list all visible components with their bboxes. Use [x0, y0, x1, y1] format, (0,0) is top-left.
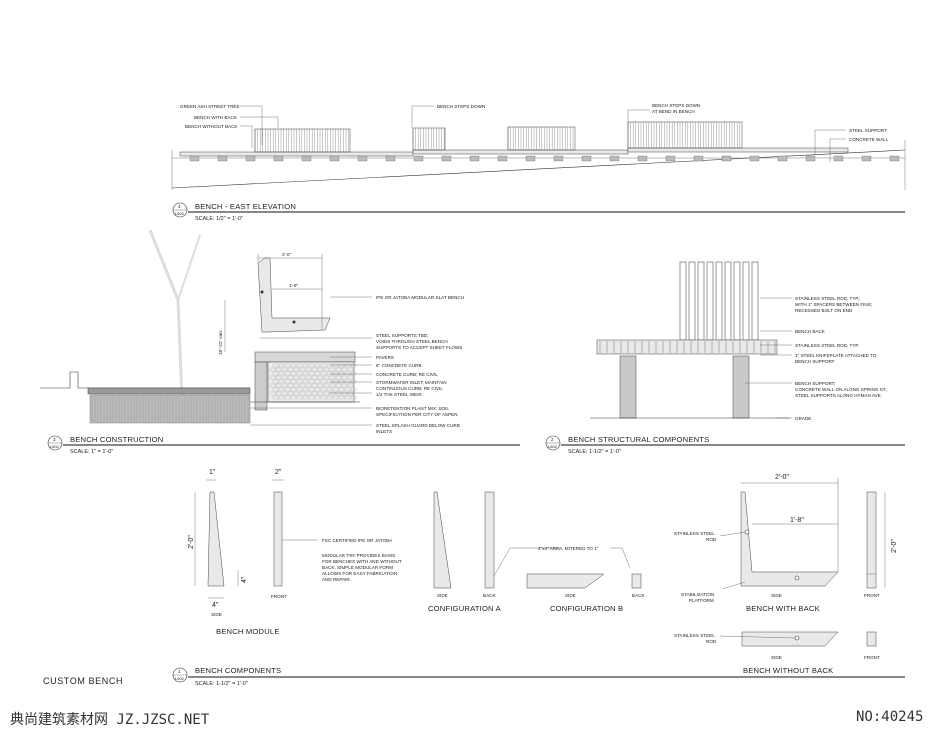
module-note-4: ALLOWS FOR EASY FABRICATION — [322, 571, 397, 576]
with-back-front: FRONT — [864, 593, 880, 598]
with-back-dim-seat: 1'-8" — [790, 517, 804, 524]
note-supports-3: SUPPORTS TO ACCEPT SHEET FLOWS — [376, 345, 462, 350]
construction-tag-bottom: L602 — [50, 444, 60, 449]
module-side: SIDE — [211, 612, 222, 617]
note-curb-civil: CONCRETE CURB; RE CIVIL — [376, 372, 438, 377]
module-dim-2ft: 2'-0" — [188, 535, 195, 549]
note-bench-back: BENCH WITH BACK — [194, 115, 238, 120]
note-knife-1: 1" STEEL KNIFEPLATE ATTACHED TO — [795, 353, 877, 358]
module-note-fsc: FSC CERTIFIED IPE OR JATOBA — [322, 538, 393, 543]
note-support-1: BENCH SUPPORT; — [795, 381, 835, 386]
components-tag-bottom: L602 — [175, 676, 185, 681]
note-pavers: PAVERS — [376, 355, 394, 360]
with-back-plat-2: PLATFORM — [689, 598, 714, 603]
note-bio-2: SPECIFICATION PER CITY OF ASPEN — [376, 412, 458, 417]
note-ipe: IPE OR JATOBA MODULAR SLAT BENCH — [376, 295, 464, 300]
module-dim-2in: 2" — [275, 469, 282, 476]
without-back-caption: BENCH WITHOUT BACK — [743, 666, 833, 675]
config-b-back: BACK — [632, 593, 645, 598]
module-dim-1in: 1" — [209, 469, 216, 476]
note-rod-typ: STAINLESS STEEL ROD, TYP. — [795, 343, 859, 348]
note-back: BENCH BACK — [795, 329, 826, 334]
construction-scale: SCALE: 1" = 1'-0" — [70, 449, 113, 455]
with-back-dim-width: 2'-0" — [775, 474, 789, 481]
with-back-dim-height: 2'-0" — [891, 539, 898, 553]
bench-structural: STAINLESS STEEL ROD, TYP.; WITH 1" SPACE… — [545, 261, 905, 455]
watermark-right: NO:40245 — [856, 709, 924, 725]
without-back-front: FRONT — [864, 655, 880, 660]
structural-tag-bottom: L602 — [548, 444, 558, 449]
bench-construction: 2'-0" 1'-8" 18"-22" vari. IPE OR JATOBA … — [40, 252, 520, 455]
structural-title: BENCH STRUCTURAL COMPONENTS — [568, 435, 709, 444]
note-support-3: STEEL SUPPORTS ALONG HYMAN AVE. — [795, 393, 882, 398]
note-steps-bend-2: AT BEND IN BENCH — [652, 109, 695, 114]
components-scale: SCALE: 1-1/2" = 1'-0" — [195, 681, 248, 687]
note-inlet-2: CONTINUOUS CURB; RE CIVIL — [376, 386, 443, 391]
module-dim-4in-b: 4" — [241, 576, 248, 583]
config-a-back: BACK — [483, 593, 496, 598]
note-splash-2: INLETS — [376, 429, 392, 434]
module-note-3: BACK. SIMPLE MODULAR FORM — [322, 565, 393, 570]
structural-tag-top: 2 — [551, 437, 554, 442]
note-supports-1: STEEL SUPPORTS TBD; — [376, 333, 429, 338]
construction-tag-top: 3 — [53, 437, 56, 442]
east-elevation: GREEN ASH STREET TREE BENCH WITH BACK BE… — [148, 103, 906, 401]
note-inlet-1: STORMWATER INLET; MAINTAIN — [376, 380, 447, 385]
project-title: CUSTOM BENCH — [43, 676, 123, 686]
components-title: BENCH COMPONENTS — [195, 666, 281, 675]
without-back-side: SIDE — [771, 655, 782, 660]
module-front: FRONT — [271, 594, 287, 599]
note-splash-1: STEEL SPLASH GUARD BELOW CURB — [376, 423, 460, 428]
elevation-tag-top: 4 — [178, 204, 181, 209]
module-note-5: AND REPAIR. — [322, 577, 351, 582]
module-note-2: FOR BENCHES WITH AND WITHOUT — [322, 559, 402, 564]
without-back-rod-1: STAINLESS STEEL — [674, 633, 715, 638]
bench-components: 1" 2'-0" 4" 4" SIDE 2" FRONT BENCH MODUL… — [43, 469, 905, 687]
note-rod-1: STAINLESS STEEL ROD, TYP.; — [795, 296, 860, 301]
note-rod-2: WITH 1" SPACERS BETWEEN FINS; — [795, 302, 872, 307]
note-grade: GRADE — [795, 416, 811, 421]
note-knife-2: BENCH SUPPORT — [795, 359, 835, 364]
elevation-scale: SCALE: 1/2" = 1'-0" — [195, 216, 243, 222]
note-concrete-wall: CONCRETE WALL — [849, 137, 889, 142]
elevation-tag-bottom: L602 — [175, 211, 185, 216]
config-b-note: 4"x4" AREA, MITERED TO 1" — [538, 546, 599, 551]
with-back-rod-2: ROD — [706, 537, 717, 542]
note-weir: 1/2 THK STEEL WEIR — [376, 392, 422, 397]
note-steel-support: STEEL SUPPORT — [849, 128, 887, 133]
config-a-caption: CONFIGURATION A — [428, 604, 502, 613]
note-bench-no-back: BENCH WITHOUT BACK — [185, 124, 238, 129]
construction-dim-seat: 1'-8" — [289, 283, 299, 288]
with-back-rod-1: STAINLESS STEEL — [674, 531, 715, 536]
structural-scale: SCALE: 1-1/2" = 1'-0" — [568, 449, 621, 455]
module-dim-4in-a: 4" — [212, 602, 219, 609]
note-bio-1: BIORETENTION PLANT MIX; SOIL — [376, 406, 449, 411]
module-note-1: MODULAR 'FIN' PROVIDES BASIS — [322, 553, 395, 558]
config-b-caption: CONFIGURATION B — [550, 604, 623, 613]
note-curb: 6" CONCRETE CURB — [376, 363, 422, 368]
with-back-side: SIDE — [771, 593, 782, 598]
note-rod-3: RECESSED BOLT ON END — [795, 308, 853, 313]
construction-dim-height: 18"-22" vari. — [218, 330, 223, 355]
note-support-2: CONCRETE WALL ON ALONG SPRING ST.; — [795, 387, 888, 392]
module-caption: BENCH MODULE — [216, 627, 280, 636]
config-a-side: SIDE — [437, 593, 448, 598]
construction-dim-width: 2'-0" — [282, 252, 292, 257]
with-back-caption: BENCH WITH BACK — [746, 604, 820, 613]
components-tag-top: 1 — [178, 669, 181, 674]
without-back-rod-2: ROD — [706, 639, 717, 644]
with-back-plat-1: STABILIZATION — [681, 592, 714, 597]
construction-title: BENCH CONSTRUCTION — [70, 435, 163, 444]
note-steps-down: BENCH STEPS DOWN — [437, 104, 485, 109]
elevation-title: BENCH - EAST ELEVATION — [195, 202, 296, 211]
note-street-tree: GREEN ASH STREET TREE — [180, 104, 240, 109]
note-steps-bend-1: BENCH STEPS DOWN — [652, 103, 700, 108]
config-b-side: SIDE — [565, 593, 576, 598]
watermark-left: 典尚建筑素材网 JZ.JZSC.NET — [10, 712, 210, 728]
note-supports-2: VOIDS THROUGH STEEL BENCH — [376, 339, 448, 344]
